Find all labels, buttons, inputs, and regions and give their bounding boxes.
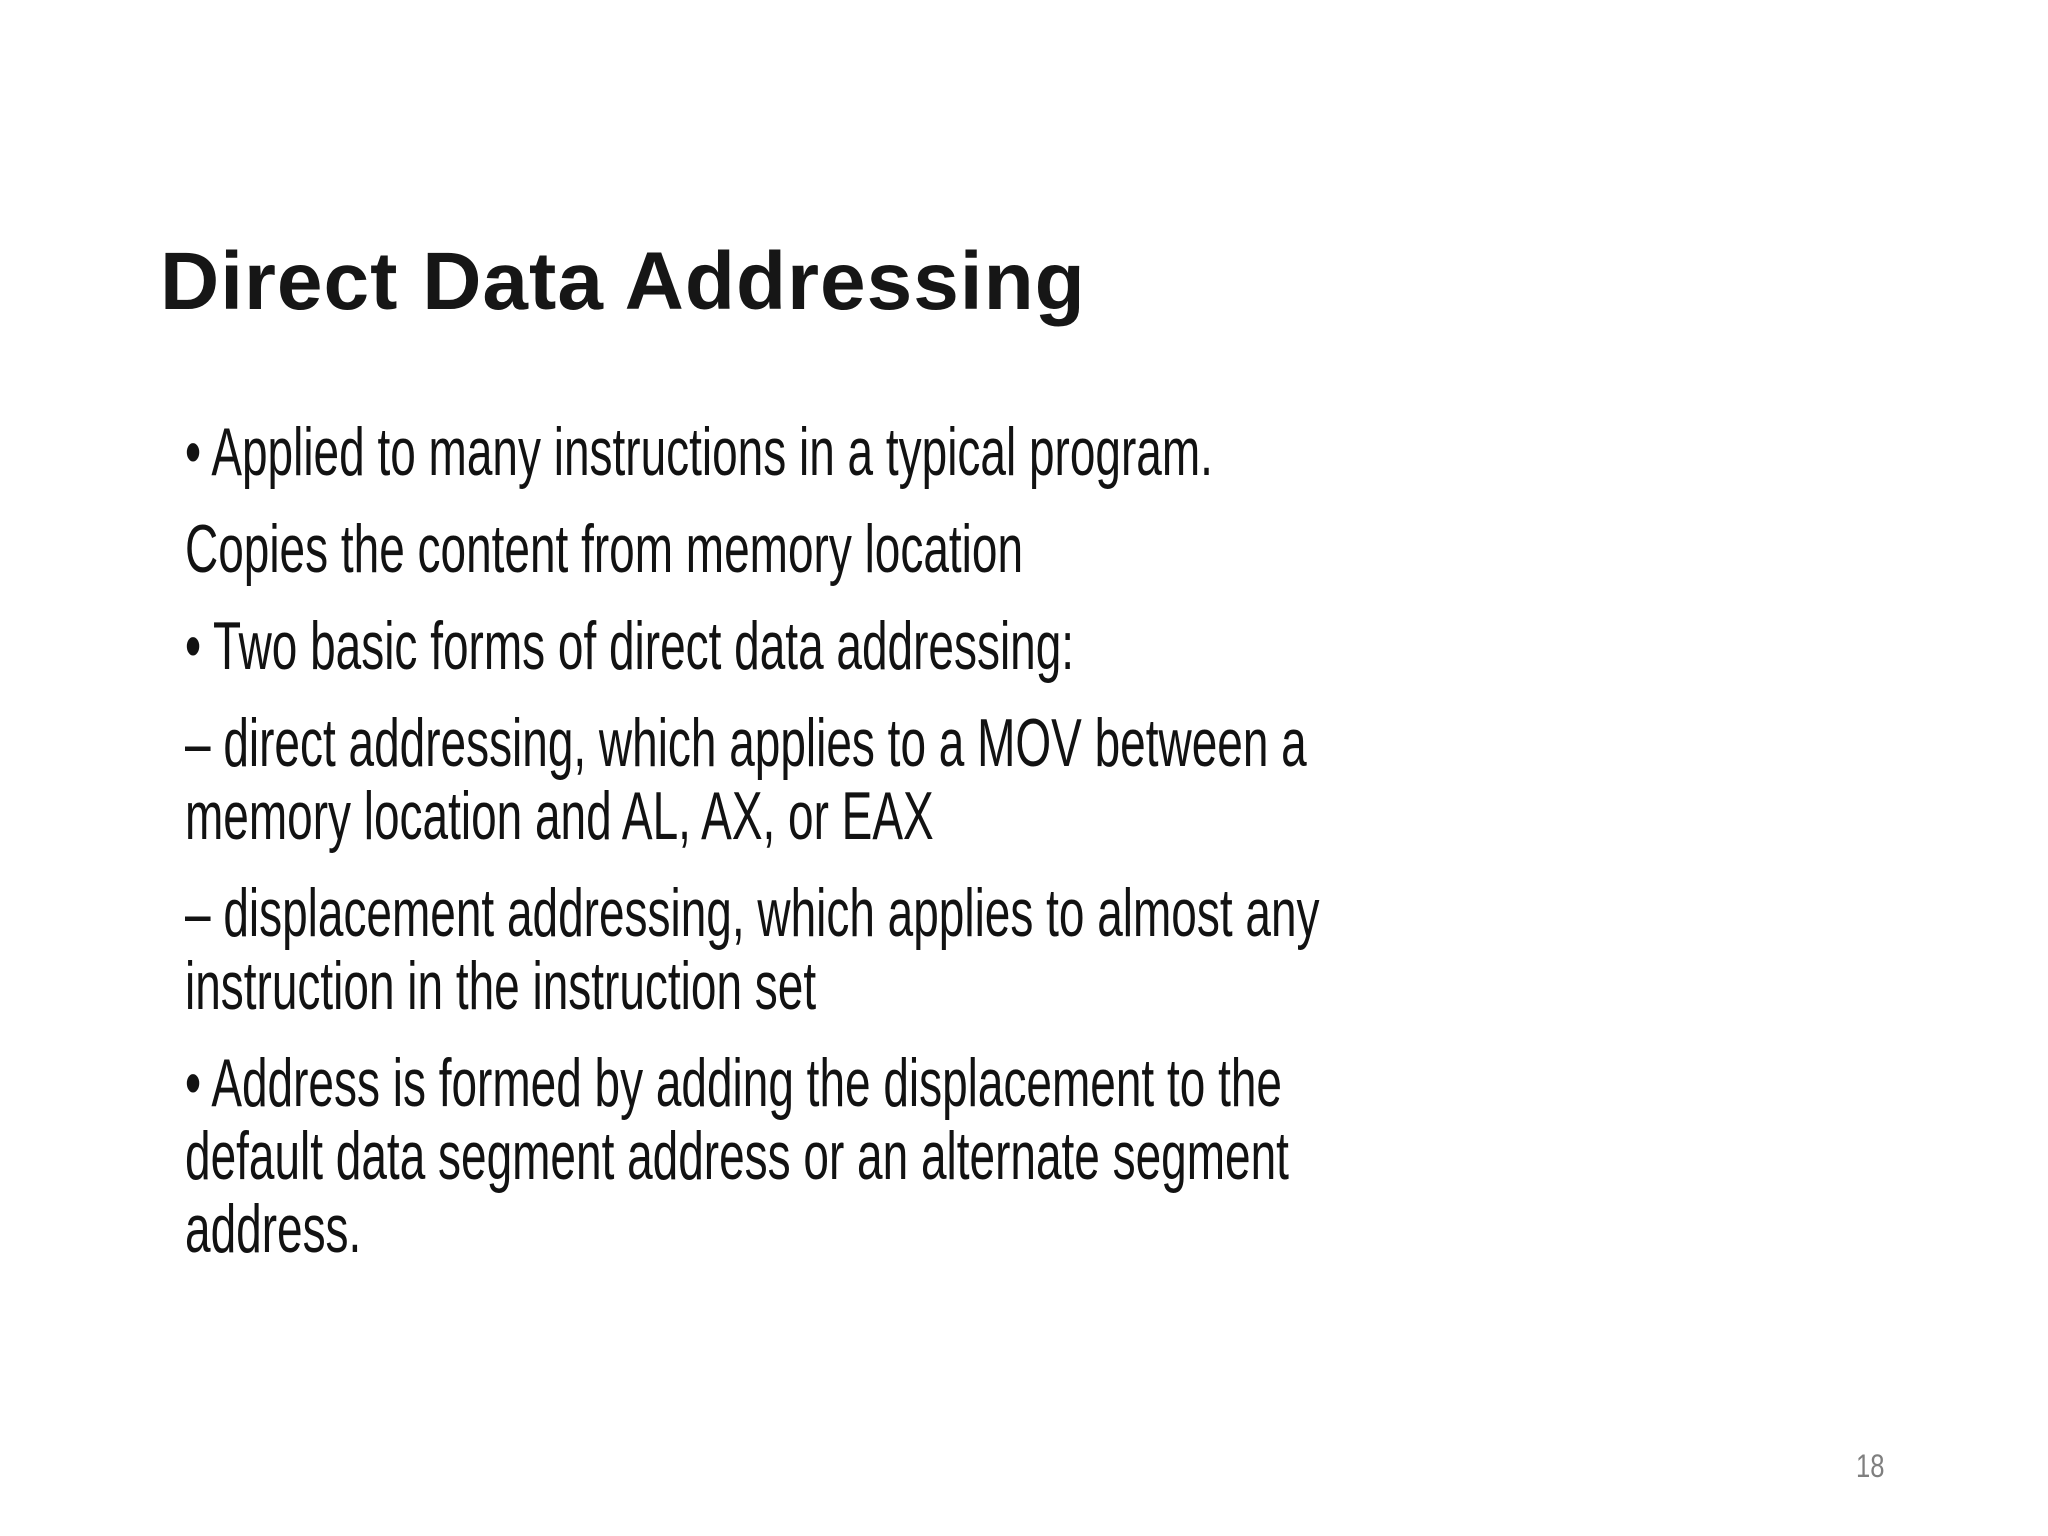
slide-body: • Applied to many instructions in a typi…	[185, 416, 1375, 1266]
slide-title: Direct Data Addressing	[160, 235, 1086, 327]
plain-paragraph: Copies the content from memory location	[185, 511, 1024, 587]
dash-subparagraph: – direct addressing, which applies to a …	[185, 705, 1307, 854]
page-number: 18	[1856, 1448, 1885, 1484]
bullet-paragraph: • Address is formed by adding the displa…	[185, 1045, 1289, 1267]
dash-subparagraph: – displacement addressing, which applies…	[185, 875, 1320, 1024]
bullet-paragraph: • Applied to many instructions in a typi…	[185, 414, 1213, 490]
bullet-paragraph: • Two basic forms of direct data address…	[185, 608, 1075, 684]
